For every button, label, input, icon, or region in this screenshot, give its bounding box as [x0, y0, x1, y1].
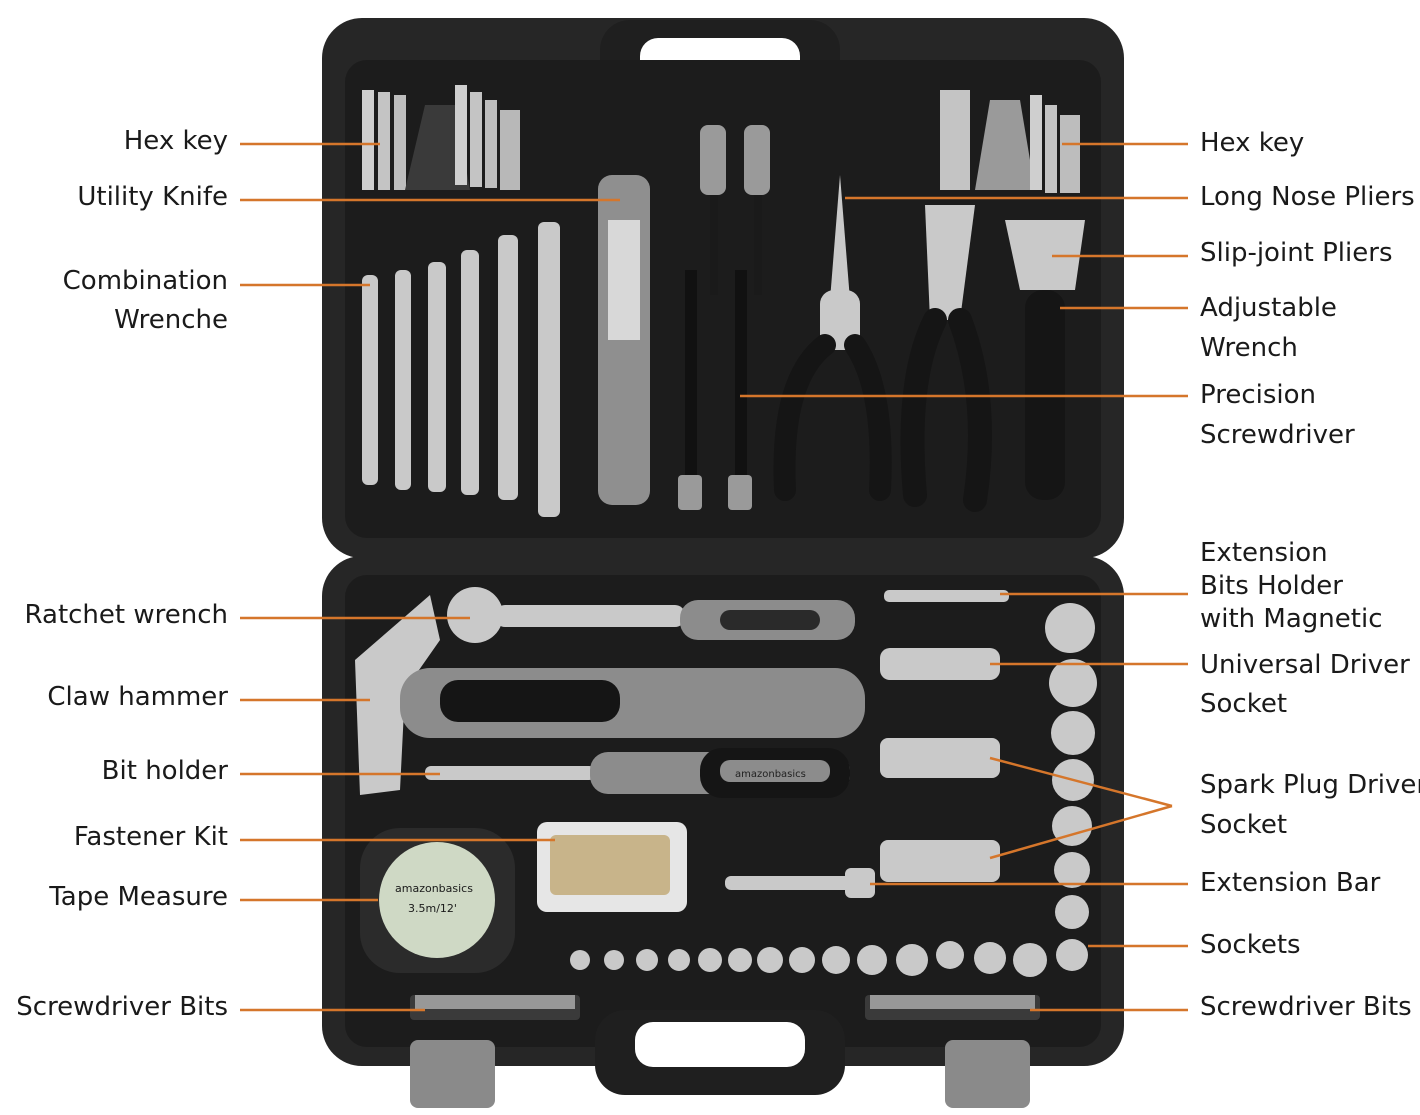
ratchet-wrench — [447, 587, 855, 643]
label-hex-key-right: Hex key — [1200, 128, 1305, 158]
label-long-nose-pliers: Long Nose Pliers — [1200, 182, 1415, 212]
label-claw-hammer: Claw hammer — [47, 682, 228, 712]
label-precision-screwdriver: Precision Screwdriver — [1200, 380, 1355, 450]
screwdriver-bits-right — [865, 995, 1040, 1020]
socket-row — [570, 941, 1047, 977]
hex-key-set-left — [362, 85, 520, 190]
label-adjustable-wrench: Adjustable Wrench — [1200, 293, 1337, 363]
label-combination-wrench: Combination Wrenche — [62, 266, 228, 335]
label-universal-driver-socket: Universal Driver Socket — [1200, 650, 1410, 719]
tape-size: 3.5m/12' — [408, 902, 457, 915]
label-ratchet-wrench: Ratchet wrench — [24, 600, 228, 630]
leader-lines — [240, 142, 1188, 1012]
socket-column — [1045, 603, 1097, 971]
leader-spark-plug-upper — [989, 756, 1173, 808]
screwdriver-brand: amazonbasics — [735, 769, 806, 780]
tape-brand: amazonbasics — [395, 882, 473, 895]
combination-wrench-set — [362, 222, 560, 517]
long-nose-pliers — [773, 175, 892, 501]
label-hex-key-left: Hex key — [123, 126, 228, 156]
bit-holder-screwdriver: amazonbasics — [425, 748, 850, 798]
label-spark-plug-driver-socket: Spark Plug Driver Socket — [1200, 770, 1420, 840]
tape-measure: amazonbasics 3.5m/12' — [360, 828, 515, 973]
universal-driver-socket — [880, 648, 1000, 680]
hex-key-set-right — [940, 90, 1080, 193]
label-fastener-kit: Fastener Kit — [73, 822, 228, 852]
label-sockets: Sockets — [1200, 930, 1301, 960]
label-screwdriver-bits-right: Screwdriver Bits — [1200, 992, 1412, 1022]
screwdriver-bits-left — [410, 995, 580, 1020]
label-screwdriver-bits-left: Screwdriver Bits — [16, 992, 228, 1022]
extension-bits-holder — [884, 590, 1009, 602]
label-slip-joint-pliers: Slip-joint Pliers — [1200, 238, 1393, 268]
fastener-kit — [537, 822, 687, 912]
spark-plug-driver-sockets — [880, 738, 1000, 882]
utility-knife — [598, 175, 650, 505]
label-utility-knife: Utility Knife — [77, 182, 228, 212]
label-extension-bar: Extension Bar — [1200, 868, 1381, 898]
leader-spark-plug-lower — [989, 804, 1173, 860]
claw-hammer — [355, 595, 865, 795]
label-extension-bits-holder: Extension Bits Holder with Magnetic — [1200, 538, 1383, 634]
label-bit-holder: Bit holder — [101, 756, 228, 786]
precision-screwdriver-set — [678, 125, 770, 510]
extension-bar — [725, 868, 875, 898]
label-tape-measure: Tape Measure — [49, 882, 228, 912]
slip-joint-pliers — [900, 205, 992, 512]
